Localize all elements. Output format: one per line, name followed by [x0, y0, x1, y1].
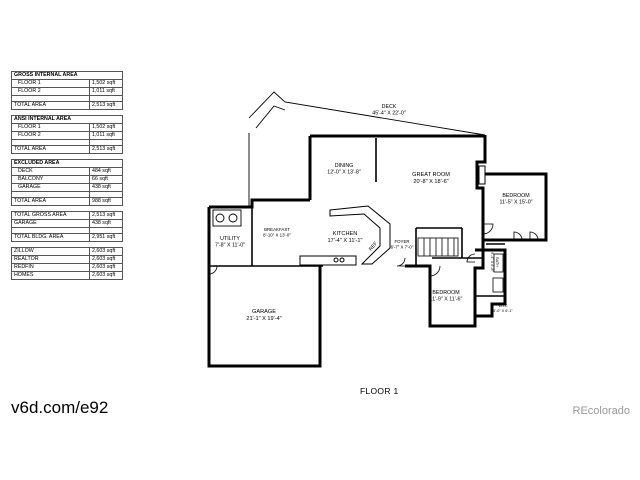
room-dimensions: 4'-0" X 6'-1" — [493, 309, 513, 313]
room-dimensions: 6'-7" X 7'-0" — [391, 245, 414, 250]
room-name: GARAGE — [252, 309, 276, 315]
room-dimensions: 11'-9" X 11'-6" — [430, 297, 463, 303]
fireplace — [478, 165, 486, 185]
room-name: BATH — [495, 257, 499, 267]
bath-fixtures — [492, 253, 504, 293]
stairs — [417, 237, 459, 257]
kitchen-island — [329, 205, 391, 265]
door-swings — [208, 223, 539, 277]
room-name: BREAKFAST — [264, 227, 290, 232]
room-dimensions: 12'-0" X 13'-8" — [327, 170, 361, 176]
room-name: W.I.C — [498, 304, 508, 308]
utility-appliances — [212, 209, 242, 227]
room-dimensions: 11'-5" X 15'-0" — [499, 200, 532, 206]
area-total-value: 2,951 sqft — [89, 233, 123, 242]
room-dimensions: 20'-8" X 18'-6" — [413, 179, 448, 185]
floor-title: FLOOR 1 — [360, 386, 399, 396]
room-name: UTILITY — [220, 236, 240, 242]
area-total-value: 2,513 sqft — [89, 145, 123, 154]
room-name: KITCHEN — [333, 231, 358, 237]
refrigerator-label: REF — [368, 241, 379, 253]
brand-watermark: REcolorado — [572, 405, 630, 417]
kitchen-counter — [299, 255, 357, 266]
website-link[interactable]: v6d.com/e92 — [11, 398, 109, 417]
room-name: GREAT ROOM — [412, 172, 450, 178]
deck-outline — [248, 91, 486, 207]
area-row-value: 2,603 sqft — [89, 271, 123, 280]
room-dimensions: 17'-4" X 11'-1" — [328, 238, 363, 244]
room-name: BEDROOM — [502, 193, 529, 199]
room-dimensions: 9'-4" X 6'-8" — [490, 252, 494, 272]
area-total-value: 988 sqft — [89, 197, 123, 206]
room-name: BEDROOM — [432, 290, 459, 296]
room-name: DINING — [335, 163, 354, 169]
room-name: FOYER — [394, 239, 409, 244]
room-name: DECK — [382, 104, 397, 110]
room-dimensions: 21'-1" X 19'-4" — [246, 316, 281, 322]
area-total-value: 2,513 sqft — [89, 101, 123, 110]
room-wic: W.I.C4'-0" X 6'-1" — [493, 304, 513, 313]
exterior-walls — [207, 134, 548, 368]
room-dimensions: 7'-8" X 11'-0" — [215, 243, 245, 249]
room-dimensions: 8'-10" X 13'-0" — [263, 233, 291, 238]
interior-walls — [209, 138, 505, 297]
room-dimensions: 45'-4" X 22'-0" — [372, 111, 406, 117]
